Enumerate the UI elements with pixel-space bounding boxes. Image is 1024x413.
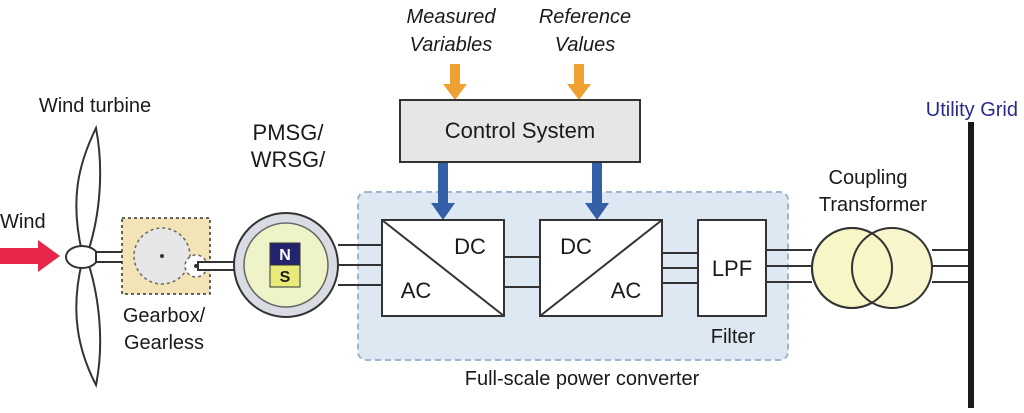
lines-filter-to-transformer <box>766 249 812 283</box>
wind-turbine-label: Wind turbine <box>39 95 151 117</box>
reference-values-label-2: Values <box>555 34 615 56</box>
control-system-label: Control System <box>445 118 595 143</box>
control-to-rectifier-arrow <box>431 163 455 220</box>
reference-values-arrow <box>567 64 591 100</box>
gearbox-label-1: Gearbox/ <box>123 305 206 327</box>
lines-gen-to-rectifier <box>338 244 382 286</box>
pole-s-label: S <box>280 269 291 286</box>
control-system-box <box>399 99 641 163</box>
reference-values-label-1: Reference <box>539 6 631 28</box>
converter-caption: Full-scale power converter <box>465 368 700 390</box>
utility-grid-label: Utility Grid <box>926 99 1018 121</box>
lines-transformer-to-grid <box>932 249 970 283</box>
control-to-inverter-arrow <box>585 163 609 220</box>
dc-link-lines <box>504 256 540 288</box>
measured-variables-label-1: Measured <box>407 6 497 28</box>
gearbox-label-2: Gearless <box>124 332 204 354</box>
wind-arrow <box>0 240 60 272</box>
rectifier-ac-label: AC <box>401 278 432 303</box>
rectifier-dc-label: DC <box>454 234 486 259</box>
lpf-block <box>697 219 767 317</box>
turbine-rotor <box>65 124 102 389</box>
rectifier-block <box>381 219 505 317</box>
transformer-label-1: Coupling <box>829 167 908 189</box>
gearbox <box>121 217 211 295</box>
measured-variables-arrow <box>443 64 467 100</box>
generator-label-1: PMSG/ <box>253 120 325 145</box>
inverter-dc-label: DC <box>560 234 592 259</box>
wind-label: Wind <box>0 211 46 233</box>
inverter-block <box>539 219 663 317</box>
measured-variables-label-2: Variables <box>410 34 493 56</box>
inverter-ac-label: AC <box>611 278 642 303</box>
filter-caption: Filter <box>711 326 756 348</box>
pole-n-label: N <box>279 247 291 264</box>
lpf-label: LPF <box>712 256 752 281</box>
coupling-transformer <box>811 227 933 309</box>
generator-label-2: WRSG/ <box>251 147 326 172</box>
utility-grid-bus <box>968 122 974 408</box>
transformer-label-2: Transformer <box>819 194 928 216</box>
generator <box>233 212 339 318</box>
pole-s <box>269 264 301 288</box>
lines-inverter-to-filter <box>662 252 698 284</box>
